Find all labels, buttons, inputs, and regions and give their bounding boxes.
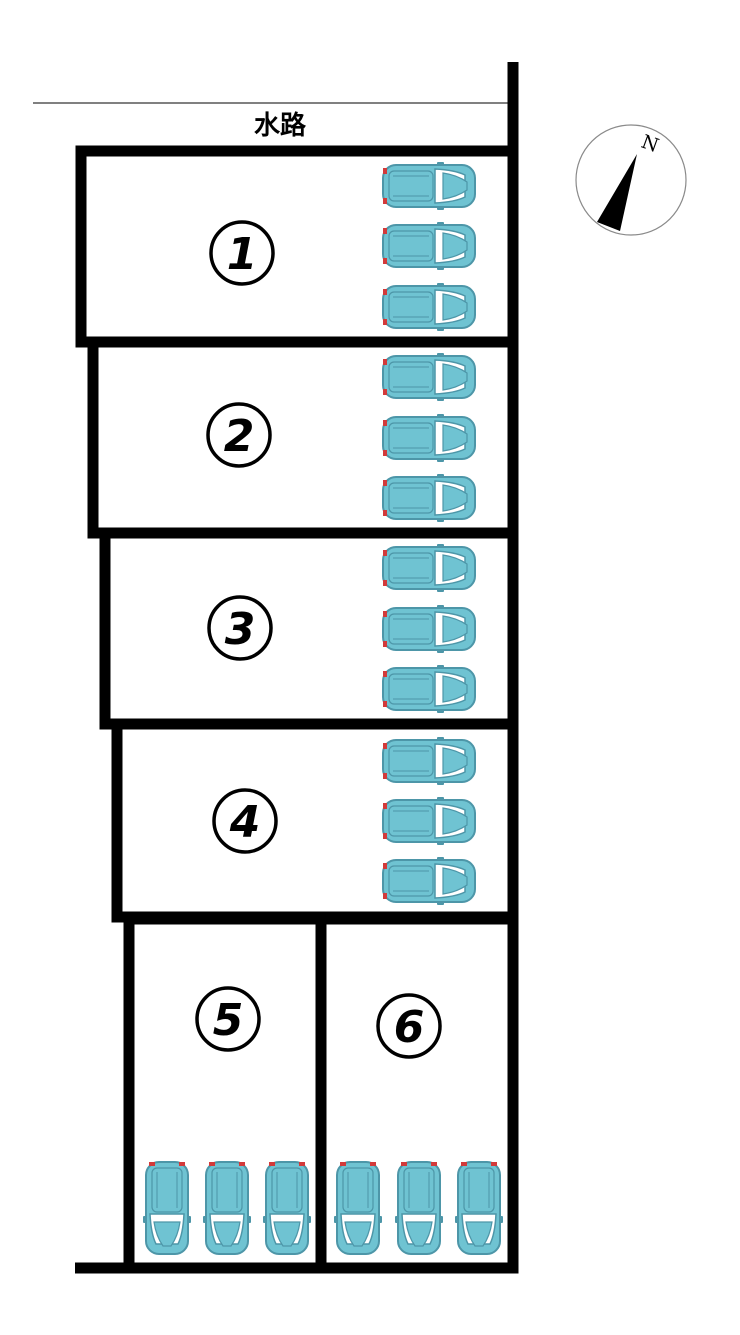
north-arrow-icon <box>597 154 637 231</box>
lot-3[interactable]: 3 <box>99 527 519 730</box>
parking-space <box>382 161 476 211</box>
parking-space <box>202 1161 252 1255</box>
parking-space <box>382 282 476 332</box>
lot-5[interactable]: 5 <box>123 913 327 1274</box>
parking-space <box>382 473 476 523</box>
waterway-label: 水路 <box>254 110 307 141</box>
parking-space <box>262 1161 312 1255</box>
lot-number-6: 6 <box>394 1002 425 1053</box>
compass-north-label: N <box>638 131 661 157</box>
lot-2[interactable]: 2 <box>87 336 519 539</box>
parking-space <box>142 1161 192 1255</box>
parking-space <box>454 1161 504 1255</box>
parking-space <box>382 413 476 463</box>
lot-number-2: 2 <box>224 411 255 462</box>
parking-space <box>333 1161 383 1255</box>
compass: N <box>575 124 687 236</box>
parking-space <box>382 736 476 786</box>
lot-number-3: 3 <box>225 604 256 655</box>
lot-number-4: 4 <box>229 797 261 848</box>
lot-6[interactable]: 6 <box>315 913 519 1274</box>
lot-number-1: 1 <box>227 229 258 280</box>
lot-number-5: 5 <box>213 995 244 1046</box>
parking-space <box>382 352 476 402</box>
parking-space <box>382 796 476 846</box>
parking-space <box>394 1161 444 1255</box>
parking-space <box>382 543 476 593</box>
parking-space <box>382 604 476 654</box>
lot-1[interactable]: 1 <box>75 145 519 348</box>
lot-4[interactable]: 4 <box>111 718 519 923</box>
parking-space <box>382 664 476 714</box>
parking-space <box>382 856 476 906</box>
parking-space <box>382 221 476 271</box>
